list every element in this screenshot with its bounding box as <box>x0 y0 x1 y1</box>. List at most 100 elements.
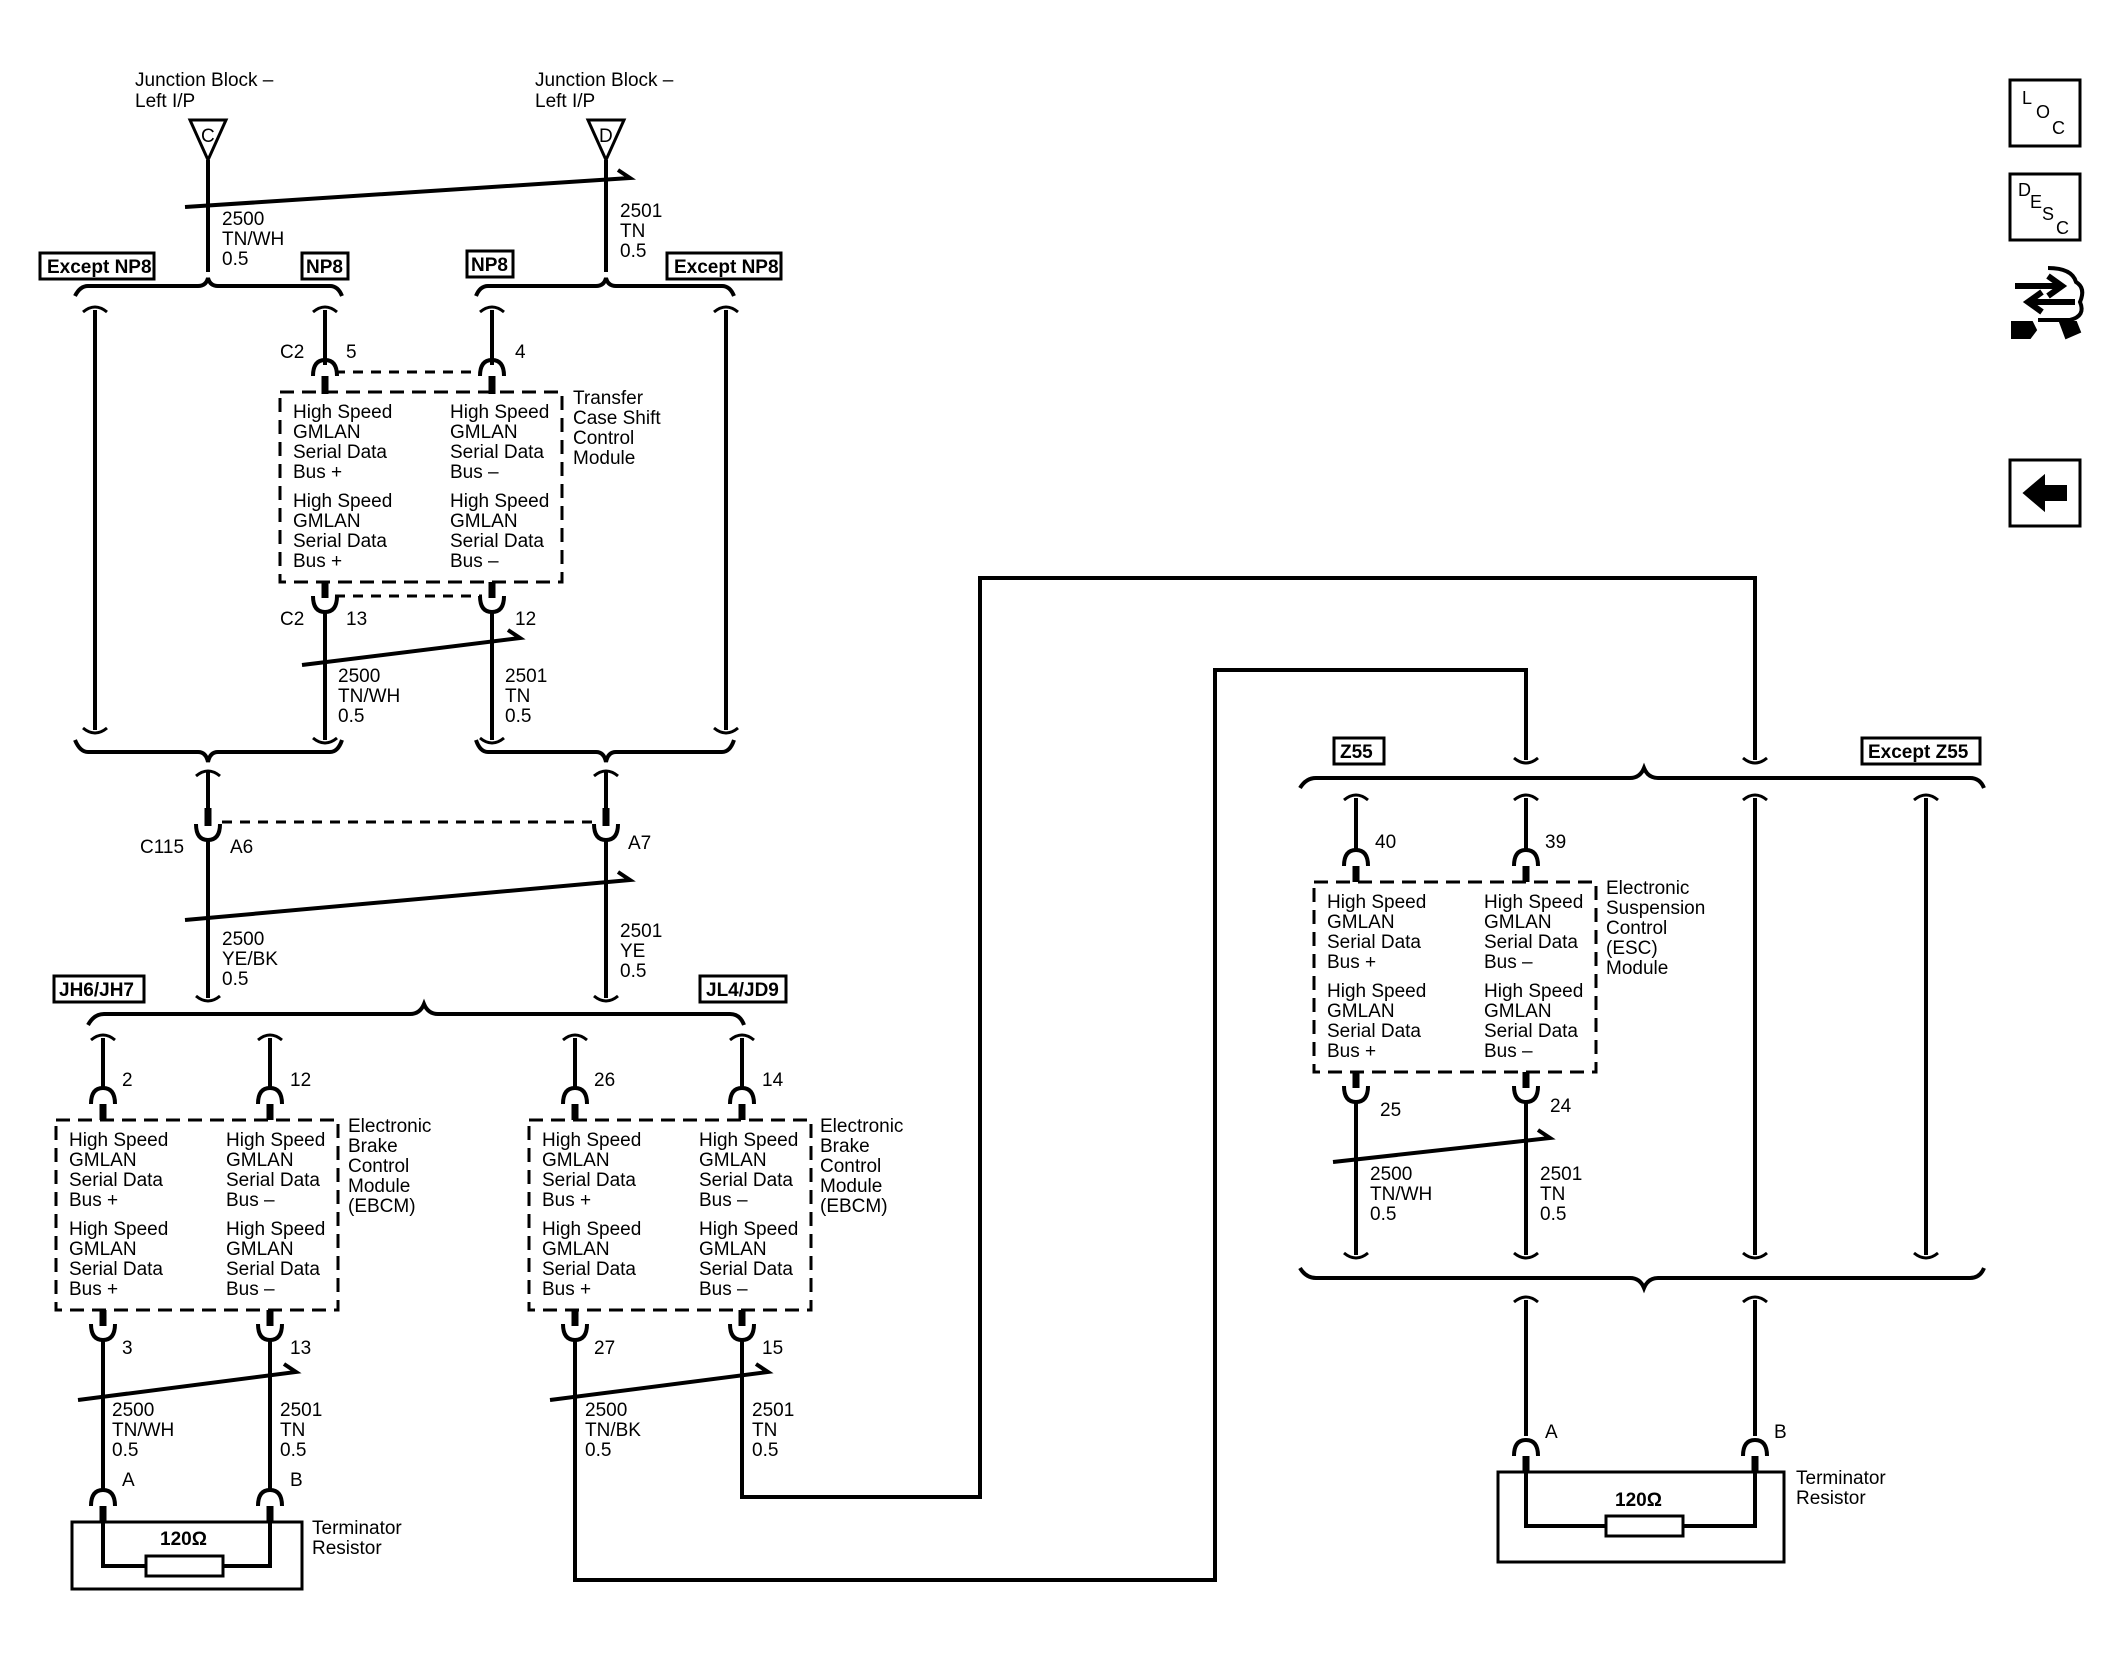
svg-text:GMLAN: GMLAN <box>542 1239 610 1260</box>
svg-text:Resistor: Resistor <box>312 1538 382 1559</box>
junction-block-d: Junction Block – Left I/P D <box>535 70 674 272</box>
description-icon[interactable]: D E S C <box>2008 172 2082 242</box>
svg-text:S: S <box>2042 204 2054 224</box>
svg-text:Terminator: Terminator <box>312 1518 402 1539</box>
svg-text:High Speed: High Speed <box>699 1130 798 1151</box>
ebcm2-pin-15: 15 <box>762 1338 783 1359</box>
svg-text:Serial Data: Serial Data <box>1484 1021 1578 1042</box>
svg-text:D: D <box>2018 180 2031 200</box>
svg-text:0.5: 0.5 <box>280 1440 306 1461</box>
svg-text:High Speed: High Speed <box>69 1219 168 1240</box>
svg-text:Serial Data: Serial Data <box>542 1170 636 1191</box>
wire-label-2501-esc: 2501 TN 0.5 <box>1540 1164 1582 1225</box>
junction-block-d-pin: D <box>599 126 613 147</box>
svg-text:Bus –: Bus – <box>450 462 499 483</box>
svg-text:High Speed: High Speed <box>450 491 549 512</box>
c115-pin-a7: A7 <box>628 833 651 854</box>
terminator2-value: 120Ω <box>1615 1490 1662 1511</box>
svg-text:Serial Data: Serial Data <box>1484 932 1578 953</box>
svg-text:0.5: 0.5 <box>620 961 646 982</box>
svg-text:Serial Data: Serial Data <box>1327 932 1421 953</box>
svg-text:High Speed: High Speed <box>293 402 392 423</box>
svg-text:0.5: 0.5 <box>1540 1204 1566 1225</box>
svg-text:O: O <box>2036 102 2050 122</box>
svg-text:Bus +: Bus + <box>542 1190 591 1211</box>
svg-text:Brake: Brake <box>820 1136 870 1157</box>
terminator1-pin-b: B <box>290 1470 303 1491</box>
svg-text:0.5: 0.5 <box>1370 1204 1396 1225</box>
svg-text:Bus +: Bus + <box>69 1190 118 1211</box>
wire-label-2500-ebcm1: 2500 TN/WH 0.5 <box>112 1400 174 1461</box>
tcm-connector-top: C2 <box>280 342 304 363</box>
svg-text:2501: 2501 <box>620 921 662 942</box>
svg-text:Bus +: Bus + <box>542 1279 591 1300</box>
back-arrow-icon[interactable] <box>2008 458 2082 528</box>
svg-text:2501: 2501 <box>620 201 662 222</box>
svg-text:C: C <box>2052 118 2065 138</box>
svg-text:High Speed: High Speed <box>1484 981 1583 1002</box>
svg-text:Serial Data: Serial Data <box>69 1259 163 1280</box>
wire-label-2501-tcm: 2501 TN 0.5 <box>505 666 547 727</box>
connector-icon[interactable] <box>2011 266 2085 340</box>
svg-text:2500: 2500 <box>585 1400 627 1421</box>
ebcm1-pin-3: 3 <box>122 1338 133 1359</box>
svg-text:0.5: 0.5 <box>585 1440 611 1461</box>
svg-text:Serial Data: Serial Data <box>699 1170 793 1191</box>
svg-text:Case Shift: Case Shift <box>573 408 661 429</box>
svg-text:Z55: Z55 <box>1340 742 1373 763</box>
svg-text:Except NP8: Except NP8 <box>674 257 779 278</box>
svg-text:(EBCM): (EBCM) <box>820 1196 888 1217</box>
svg-text:YE/BK: YE/BK <box>222 949 278 970</box>
svg-text:2501: 2501 <box>505 666 547 687</box>
svg-text:High Speed: High Speed <box>542 1219 641 1240</box>
svg-text:GMLAN: GMLAN <box>699 1150 767 1171</box>
svg-text:(ESC): (ESC) <box>1606 938 1658 959</box>
esc-pin-40: 40 <box>1375 832 1396 853</box>
wire-label-2500-tcm: 2500 TN/WH 0.5 <box>338 666 400 727</box>
svg-text:TN: TN <box>280 1420 305 1441</box>
svg-text:0.5: 0.5 <box>222 249 248 270</box>
svg-text:TN: TN <box>752 1420 777 1441</box>
svg-text:Serial Data: Serial Data <box>226 1259 320 1280</box>
esc-pin-24: 24 <box>1550 1096 1572 1117</box>
ebcm1-name: Electronic Brake Control Module (EBCM) <box>348 1116 431 1217</box>
option-tag-jh6-jh7: JH6/JH7 <box>52 974 146 1004</box>
svg-text:Bus +: Bus + <box>69 1279 118 1300</box>
terminator1-pin-a: A <box>122 1470 135 1491</box>
svg-text:TN/WH: TN/WH <box>112 1420 174 1441</box>
svg-text:Module: Module <box>1606 958 1668 979</box>
svg-text:Brake: Brake <box>348 1136 398 1157</box>
svg-text:TN/WH: TN/WH <box>222 229 284 250</box>
junction-block-c-label: Junction Block – <box>135 70 274 91</box>
tcm-pin-12: 12 <box>515 609 536 630</box>
svg-text:TN/WH: TN/WH <box>1370 1184 1432 1205</box>
svg-text:Electronic: Electronic <box>820 1116 903 1137</box>
svg-text:2500: 2500 <box>222 929 264 950</box>
svg-text:2500: 2500 <box>112 1400 154 1421</box>
tcm-connector-bottom: C2 <box>280 609 304 630</box>
option-tag-except-np8-right: Except NP8 <box>665 251 783 281</box>
svg-text:Module: Module <box>348 1176 410 1197</box>
svg-text:Serial Data: Serial Data <box>226 1170 320 1191</box>
svg-text:High Speed: High Speed <box>699 1219 798 1240</box>
svg-text:High Speed: High Speed <box>293 491 392 512</box>
ebcm1-pin-13: 13 <box>290 1338 311 1359</box>
ebcm-module-2: 26 14 High Speed GMLAN Serial Data Bus +… <box>527 576 1757 1582</box>
svg-text:Bus +: Bus + <box>293 551 342 572</box>
svg-text:GMLAN: GMLAN <box>450 511 518 532</box>
svg-text:Bus –: Bus – <box>450 551 499 572</box>
junction-block-d-label: Junction Block – <box>535 70 674 91</box>
c115-connector-label: C115 <box>140 837 184 858</box>
connector-c115: C115 A6 A7 <box>140 769 651 998</box>
svg-text:Suspension: Suspension <box>1606 898 1705 919</box>
location-icon[interactable]: L O C <box>2008 78 2082 148</box>
wire-label-2501-ebcm2: 2501 TN 0.5 <box>752 1400 794 1461</box>
svg-text:Bus +: Bus + <box>293 462 342 483</box>
svg-text:GMLAN: GMLAN <box>293 511 361 532</box>
svg-text:Bus +: Bus + <box>1327 1041 1376 1062</box>
svg-text:JH6/JH7: JH6/JH7 <box>59 980 134 1001</box>
twisted-pair-mark <box>184 168 637 209</box>
svg-text:GMLAN: GMLAN <box>1327 1001 1395 1022</box>
wire-label-2500-esc: 2500 TN/WH 0.5 <box>1370 1164 1432 1225</box>
svg-text:High Speed: High Speed <box>450 402 549 423</box>
